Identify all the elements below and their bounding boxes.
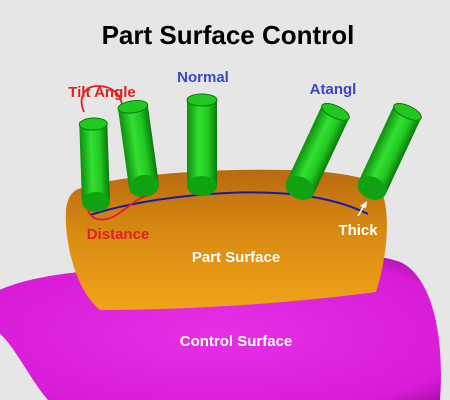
- tool-normal: [186, 93, 218, 196]
- part-surface-label: Part Surface: [192, 249, 280, 266]
- tilt-angle-arc: [80, 85, 123, 113]
- thick-label: Thick: [338, 222, 378, 239]
- control-surface-label: Control Surface: [180, 333, 293, 350]
- distance-arc: [87, 195, 147, 221]
- diagram-title: Part Surface Control: [102, 20, 355, 50]
- tilt-angle-label: Tilt Angle: [68, 84, 136, 101]
- distance-label: Distance: [87, 226, 150, 243]
- tool-tilt-angle: [78, 117, 110, 213]
- tool-tilted: [117, 99, 159, 198]
- normal-label: Normal: [177, 69, 229, 86]
- part-surface-shape: [65, 169, 387, 310]
- tool-thick: [357, 103, 422, 200]
- contact-curve: [89, 191, 369, 216]
- tool-atangl: [285, 103, 350, 200]
- atangl-label: Atangl: [310, 81, 357, 98]
- thick-arrowhead: [360, 201, 367, 208]
